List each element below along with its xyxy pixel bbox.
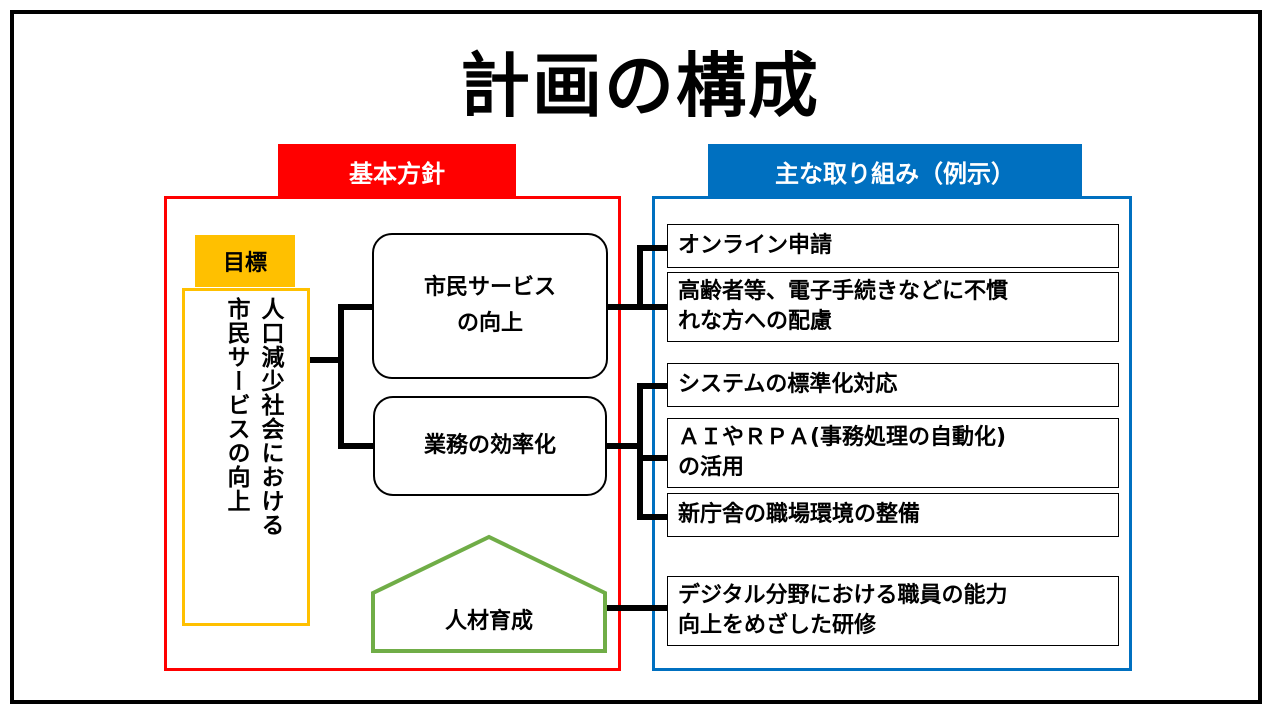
node-line: の向上 — [456, 311, 523, 336]
right-panel — [652, 196, 1132, 671]
initiative-item: デジタル分野における職員の能力 向上をめざした研修 — [667, 576, 1119, 646]
initiative-item: 新庁舎の職場環境の整備 — [667, 493, 1119, 537]
node-hr-development: 人材育成 — [444, 609, 533, 634]
initiative-item: 高齢者等、電子手続きなどに不慣 れな方への配慮 — [667, 272, 1119, 342]
connector-line — [338, 304, 344, 449]
node-efficiency: 業務の効率化 — [373, 396, 607, 496]
node-line: 業務の効率化 — [423, 433, 556, 458]
node-line: 市民サービス — [423, 275, 556, 300]
connector-line — [637, 514, 667, 520]
connector-line — [637, 455, 667, 461]
page-title: 計画の構成 — [460, 45, 820, 127]
item-line: オンライン申請 — [678, 233, 833, 258]
connector-line — [637, 383, 643, 520]
item-line: 新庁舎の職場環境の整備 — [678, 502, 921, 527]
initiative-item: オンライン申請 — [667, 224, 1119, 268]
connector-line — [637, 383, 667, 389]
initiative-item: システムの標準化対応 — [667, 363, 1119, 407]
item-line: の活用 — [678, 455, 745, 480]
initiative-item: ＡＩやＲＰＡ(事務処理の自動化) の活用 — [667, 418, 1119, 488]
connector-line — [338, 443, 374, 449]
node-citizen-service: 市民サービス の向上 — [372, 233, 608, 379]
item-line: デジタル分野における職員の能力 — [678, 583, 1008, 608]
goal-line-1: 人口減少社会における — [257, 297, 283, 537]
left-panel — [164, 196, 621, 671]
connector-line — [338, 304, 374, 310]
item-line: 向上をめざした研修 — [678, 613, 877, 638]
goal-line-2: 市民サービスの向上 — [223, 297, 249, 513]
connector-line — [310, 357, 344, 363]
goal-label: 目標 — [195, 235, 295, 287]
connector-line — [637, 245, 667, 251]
house-outline — [371, 534, 607, 653]
goal-box: 人口減少社会における 市民サービスの向上 — [182, 288, 310, 626]
connector-line — [605, 443, 643, 449]
connector-line — [637, 245, 643, 310]
item-line: ＡＩやＲＰＡ(事務処理の自動化) — [678, 425, 1007, 450]
left-panel-header: 基本方針 — [278, 144, 516, 198]
item-line: 高齢者等、電子手続きなどに不慣 — [678, 279, 1009, 304]
connector-line — [607, 304, 643, 310]
goal-text: 人口減少社会における 市民サービスの向上 — [219, 297, 287, 537]
connector-line — [604, 605, 667, 611]
item-line: システムの標準化対応 — [678, 372, 898, 397]
connector-line — [637, 304, 667, 310]
slide-frame — [10, 10, 1262, 704]
right-panel-header: 主な取り組み（例示） — [708, 144, 1082, 198]
item-line: れな方への配慮 — [678, 309, 833, 334]
